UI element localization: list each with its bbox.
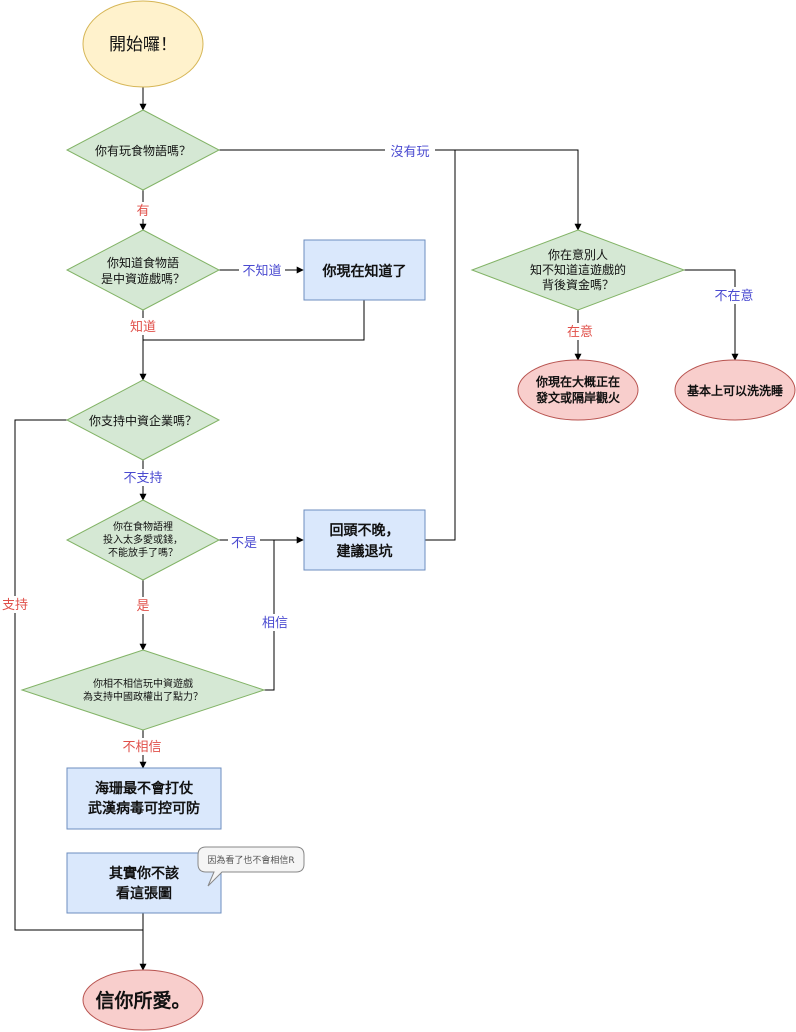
node-shouldnt-see: 其實你不該 看這張圖: [66, 852, 222, 914]
node-end: 信你所愛。: [82, 969, 204, 1031]
label-care: 在意: [567, 324, 593, 340]
label-yes: 有: [136, 204, 149, 219]
label-not-believe: 不相信: [122, 740, 161, 755]
edge-believe-yes: [264, 540, 275, 691]
label-no-play: 沒有玩: [390, 145, 429, 160]
coral-line-2: 武漢病毒可控可防: [88, 800, 200, 817]
start-text: 開始囉！: [109, 35, 177, 55]
edge-quit-to-care: [425, 150, 456, 541]
quit-line-2: 建議退坑: [337, 543, 393, 560]
now-know-text: 你現在知道了: [322, 263, 407, 280]
node-burning: 你現在大概正在 發文或隔岸觀火: [517, 359, 639, 421]
question-support-text: 你支持中資企業嗎？: [89, 413, 197, 428]
node-question-believe: 你相不相信玩中資遊戲 為支持中國政權出了點力？: [20, 649, 266, 731]
shouldnt-line-2: 看這張圖: [115, 885, 172, 902]
label-know: 知道: [130, 319, 156, 335]
question-invest-line-3: 不能放手了嗎？: [108, 546, 178, 559]
question-invest-line-2: 投入太多愛或錢，: [103, 533, 183, 546]
edge-support-yes: [14, 419, 143, 931]
speech-callout: 因為看了也不會相信R: [197, 846, 305, 887]
label-is: 是: [136, 599, 149, 614]
shouldnt-line-1: 其實你不該: [109, 865, 179, 882]
question-believe-line-1: 你相不相信玩中資遊戲: [93, 677, 193, 690]
question-believe-line-2: 為支持中國政權出了點力？: [83, 690, 203, 703]
quit-line-1: 回頭不晚，: [330, 522, 400, 539]
node-now-know: 你現在知道了: [303, 239, 426, 301]
burning-line-2: 發文或隔岸觀火: [535, 390, 621, 405]
question-play-text: 你有玩食物語嗎？: [95, 143, 191, 158]
coral-line-1: 海珊最不會打仗: [95, 780, 194, 797]
end-text: 信你所愛。: [95, 989, 190, 1012]
edge-labels: 沒有玩 有 不知道 知道 不支持 支持 不是 是 相信 不相信 在意 不在意: [0, 142, 757, 755]
sleep-text: 基本上可以洗洗睡: [686, 383, 783, 398]
question-care-line-3: 背後資金嗎？: [542, 277, 614, 292]
question-know-line-1: 你知道食物語: [107, 255, 179, 270]
node-coral: 海珊最不會打仗 武漢病毒可控可防: [66, 767, 222, 830]
node-question-care: 你在意別人 知不知道這遊戲的 背後資金嗎？: [470, 229, 686, 311]
node-question-invest: 你在食物語裡 投入太多愛或錢， 不能放手了嗎？: [65, 499, 221, 581]
edge-now-know-back: [143, 300, 365, 341]
node-question-play: 你有玩食物語嗎？: [65, 109, 221, 191]
question-care-line-2: 知不知道這遊戲的: [530, 262, 626, 277]
label-dont-know: 不知道: [242, 263, 281, 279]
label-not-is: 不是: [231, 536, 257, 551]
callout-text: 因為看了也不會相信R: [207, 854, 294, 866]
question-care-line-1: 你在意別人: [548, 247, 608, 262]
node-quit: 回頭不晚， 建議退坑: [303, 509, 426, 571]
question-know-line-2: 是中資遊戲嗎？: [101, 271, 185, 286]
node-sleep: 基本上可以洗洗睡: [674, 359, 796, 421]
question-invest-line-1: 你在食物語裡: [113, 520, 173, 533]
node-start: 開始囉！: [82, 0, 204, 88]
burning-line-1: 你現在大概正在: [535, 374, 620, 389]
label-believe: 相信: [262, 616, 288, 631]
node-question-know: 你知道食物語 是中資遊戲嗎？: [65, 229, 221, 311]
label-not-care: 不在意: [714, 288, 753, 304]
node-question-support: 你支持中資企業嗎？: [65, 379, 221, 461]
label-support: 支持: [2, 598, 28, 613]
edge-play-no: [219, 149, 582, 231]
label-not-support: 不支持: [123, 471, 162, 486]
edge-care-no: [684, 269, 739, 361]
